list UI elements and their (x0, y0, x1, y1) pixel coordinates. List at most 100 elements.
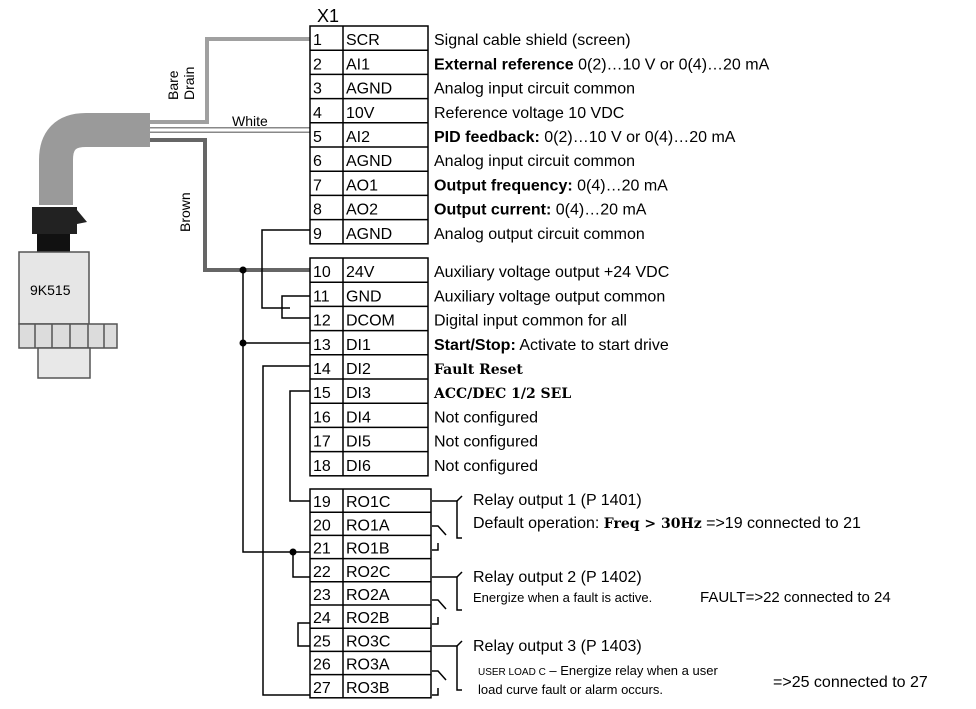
relay-3-conn: =>25 connected to 27 (773, 674, 928, 691)
terminal-name: RO2A (346, 587, 390, 604)
terminal-number: 2 (313, 56, 322, 73)
terminal-name: DI6 (346, 458, 371, 475)
terminal-description: Not configured (434, 434, 538, 451)
terminal-block-frame (309, 25, 429, 245)
relay-braces (432, 495, 463, 691)
terminal-number: 13 (313, 337, 331, 354)
relay-3-title: Relay output 3 (P 1403) (473, 638, 642, 655)
terminal-name: RO1A (346, 517, 390, 534)
terminal-name: AO2 (346, 202, 378, 219)
jumper-wires (242, 229, 310, 696)
terminal-name: DCOM (346, 313, 395, 330)
terminal-number: 15 (313, 385, 331, 402)
terminal-number: 24 (313, 610, 331, 627)
terminal-number: 19 (313, 494, 331, 511)
junction-dot (239, 339, 247, 347)
wire-label-white: White (232, 113, 268, 129)
terminal-name: RO3B (346, 680, 390, 697)
terminal-number: 25 (313, 633, 331, 650)
terminal-description: Signal cable shield (screen) (434, 32, 631, 49)
terminal-name: AGND (346, 81, 392, 98)
terminal-name: RO2B (346, 610, 390, 627)
connector-label: X1 (317, 6, 339, 26)
sensor-model: 9K515 (30, 282, 71, 298)
terminal-description: Digital input common for all (434, 313, 627, 330)
terminal-name: DI2 (346, 361, 371, 378)
terminal-description: External reference 0(2)…10 V or 0(4)…20 … (434, 56, 770, 73)
terminal-description: Auxiliary voltage output common (434, 288, 665, 305)
terminal-description: Analog output circuit common (434, 226, 645, 243)
pressure-sensor: 9K515 (18, 113, 150, 379)
terminal-number: 16 (313, 409, 331, 426)
terminal-number: 26 (313, 657, 331, 674)
terminal-number: 6 (313, 153, 322, 170)
terminal-name: AO1 (346, 177, 378, 194)
terminal-number: 12 (313, 313, 331, 330)
terminal-blocks: 1 SCR Signal cable shield (screen) 2 AI1 Exte… (309, 25, 770, 699)
relay-1-title: Relay output 1 (P 1401) (473, 492, 642, 509)
terminal-name: DI4 (346, 409, 371, 426)
terminal-block-frame (309, 257, 429, 477)
terminal-description: Output frequency: 0(4)…20 mA (434, 177, 668, 194)
terminal-number: 23 (313, 587, 331, 604)
terminal-name: AI1 (346, 56, 370, 73)
terminal-name: 24V (346, 264, 375, 281)
terminal-number: 3 (313, 81, 322, 98)
sensor-wires (150, 37, 310, 272)
terminal-number: 1 (313, 32, 322, 49)
terminal-block-frame (309, 488, 432, 699)
terminal-name: DI1 (346, 337, 371, 354)
relay-descriptions: Relay output 1 (P 1401) Default operatio… (473, 492, 928, 697)
terminal-name: AI2 (346, 129, 370, 146)
terminal-number: 5 (313, 129, 322, 146)
terminal-description: Start/Stop: Activate to start drive (434, 337, 669, 354)
terminal-number: 18 (313, 458, 331, 475)
terminal-number: 17 (313, 434, 331, 451)
terminal-name: SCR (346, 32, 380, 49)
terminal-name: RO1B (346, 541, 390, 558)
terminal-description: Reference voltage 10 VDC (434, 105, 624, 122)
terminal-description: Not configured (434, 458, 538, 475)
terminal-description: PID feedback: 0(2)…10 V or 0(4)…20 mA (434, 129, 736, 146)
junction-dot (289, 548, 297, 556)
terminal-description: Analog input circuit common (434, 153, 635, 170)
terminal-description: Fault Reset (434, 362, 523, 378)
terminal-name: 10V (346, 105, 375, 122)
terminal-name: RO2C (346, 564, 390, 581)
relay-2-title: Relay output 2 (P 1402) (473, 569, 642, 586)
terminal-name: AGND (346, 153, 392, 170)
terminal-description: ACC/DEC 1/2 SEL (433, 386, 571, 402)
terminal-number: 27 (313, 680, 331, 697)
relay-1-default: Default operation: Freq > 30Hz =>19 conn… (473, 515, 861, 532)
terminal-number: 20 (313, 517, 331, 534)
terminal-name: DI3 (346, 385, 371, 402)
terminal-description: Output current: 0(4)…20 mA (434, 202, 647, 219)
relay-contacts (432, 525, 447, 696)
terminal-description: Not configured (434, 409, 538, 426)
terminal-number: 7 (313, 177, 322, 194)
terminal-name: AGND (346, 226, 392, 243)
relay-3-alarm: load curve fault or alarm occurs. (478, 682, 663, 697)
relay-2-fault: FAULT=>22 connected to 24 (700, 589, 891, 606)
terminal-name: RO3A (346, 657, 390, 674)
junction-dot (239, 266, 247, 274)
wire-label-brown: Brown (177, 192, 193, 232)
terminal-description: Analog input circuit common (434, 81, 635, 98)
relay-3-user-load: USER LOAD C – Energize relay when a user (478, 663, 718, 678)
terminal-number: 21 (313, 541, 331, 558)
terminal-name: RO1C (346, 494, 390, 511)
terminal-number: 4 (313, 105, 322, 122)
terminal-number: 22 (313, 564, 331, 581)
terminal-number: 8 (313, 202, 322, 219)
terminal-number: 11 (313, 288, 330, 305)
terminal-number: 9 (313, 226, 322, 243)
terminal-name: GND (346, 288, 382, 305)
terminal-number: 10 (313, 264, 331, 281)
terminal-description: Auxiliary voltage output +24 VDC (434, 264, 669, 281)
relay-2-energize: Energize when a fault is active. (473, 590, 652, 605)
wire-label-drain: Drain (181, 67, 197, 100)
terminal-name: RO3C (346, 633, 390, 650)
wire-label-bare: Bare (165, 70, 181, 100)
terminal-name: DI5 (346, 434, 371, 451)
